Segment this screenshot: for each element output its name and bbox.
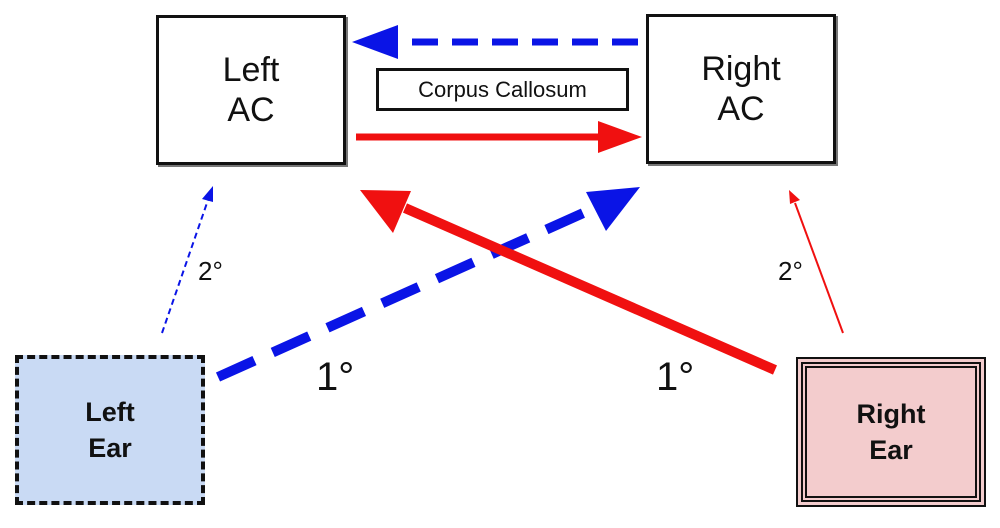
left-primary-arrow	[215, 205, 593, 382]
left-primary-label: 1°	[316, 355, 355, 399]
corpus-callosum-box: Corpus Callosum	[376, 68, 629, 111]
left-secondary-label: 2°	[198, 256, 223, 286]
left-ac-line2: AC	[227, 91, 275, 129]
left-ear-line1: Left	[85, 397, 135, 427]
left-auditory-cortex-box: Left AC	[156, 15, 346, 165]
callosal-arrowhead-right	[598, 121, 642, 153]
right-ear-line2: Ear	[869, 435, 913, 465]
left-ear-line2: Ear	[88, 433, 132, 463]
callosal-arrowhead-left	[352, 25, 398, 59]
left-secondary-arrow	[161, 199, 209, 334]
right-ac-line1: Right	[701, 50, 781, 88]
right-primary-arrow	[402, 203, 778, 375]
right-primary-arrowhead	[360, 190, 411, 233]
left-ac-line1: Left	[222, 51, 280, 89]
left-primary-arrowhead	[586, 187, 640, 231]
right-secondary-arrow	[794, 202, 844, 334]
right-ear-inner: Right Ear	[805, 366, 977, 498]
right-primary-label: 1°	[656, 355, 695, 399]
right-secondary-label: 2°	[778, 256, 803, 286]
right-secondary-arrowhead	[789, 190, 800, 204]
right-ear-box: Right Ear	[796, 357, 986, 507]
corpus-callosum-label: Corpus Callosum	[418, 76, 587, 102]
left-secondary-arrowhead	[202, 186, 213, 202]
right-ear-line1: Right	[856, 399, 926, 429]
right-ac-line2: AC	[717, 90, 765, 128]
right-auditory-cortex-box: Right AC	[646, 14, 836, 164]
left-ear-box: Left Ear	[15, 355, 205, 505]
